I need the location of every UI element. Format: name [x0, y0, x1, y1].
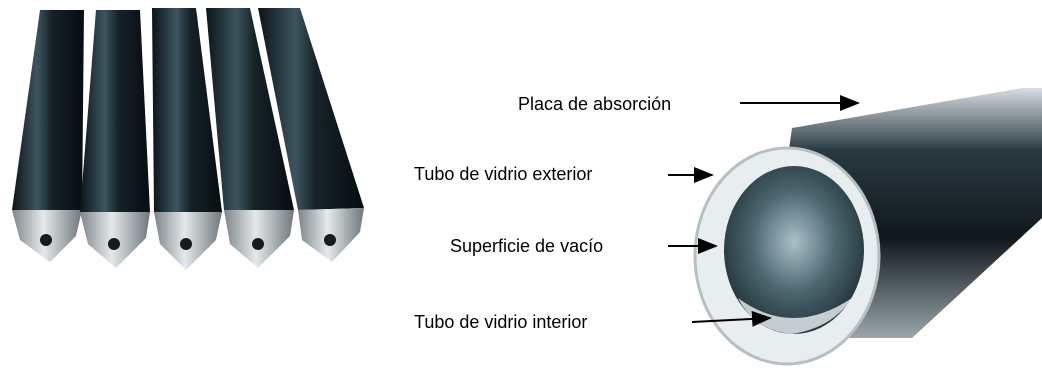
vacuum-surface-label: Superficie de vacío: [450, 236, 604, 256]
inner-glass-tube-label: Tubo de vidrio interior: [414, 312, 588, 332]
tube-4: [206, 8, 294, 268]
single-tube-cross-section-photo: [693, 88, 1042, 366]
tube-5: [258, 8, 364, 262]
tube-3: [152, 8, 222, 270]
evacuated-tubes-bundle-photo: [12, 8, 364, 270]
tube-2: [80, 10, 150, 268]
outer-glass-tube-label: Tubo de vidrio exterior: [414, 164, 593, 184]
inner-absorber-opening: [724, 166, 864, 334]
absorber-plate-label: Placa de absorción: [518, 94, 672, 114]
tube-1: [12, 10, 84, 262]
